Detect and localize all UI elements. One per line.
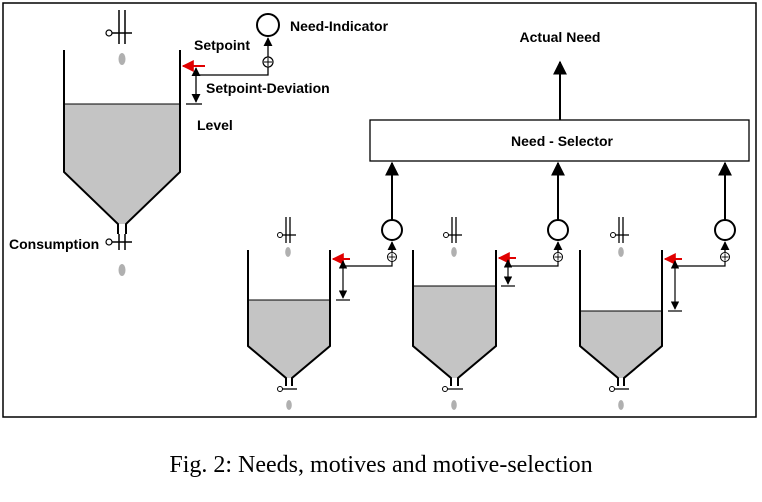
valve-icon: [610, 217, 629, 243]
actual-need-label: Actual Need: [520, 29, 601, 45]
plus-junction-icon: [720, 252, 730, 262]
consumption-label: Consumption: [9, 236, 99, 252]
circle-node-icon: [714, 219, 736, 241]
plus-junction-icon: [553, 252, 563, 262]
small-tank-2: [412, 250, 497, 386]
drop-icon: [286, 400, 292, 410]
need-indicator-label: Need-Indicator: [290, 18, 389, 34]
main-tank-liquid: [64, 104, 180, 224]
drop-icon: [118, 53, 126, 65]
valve-icon: [105, 234, 132, 250]
setpoint-label: Setpoint: [194, 37, 250, 53]
drop-icon: [451, 247, 457, 257]
diagram-frame: [2, 2, 757, 418]
valve-icon: [277, 217, 296, 243]
drop-icon: [118, 264, 126, 276]
drop-icon: [285, 247, 291, 257]
figure-caption: Fig. 2: Needs, motives and motive-select…: [169, 452, 593, 478]
setpoint-deviation-label: Setpoint-Deviation: [206, 80, 330, 96]
main-tank: [63, 50, 181, 234]
circle-node-icon: [547, 219, 569, 241]
plus-junction-icon: [387, 252, 397, 262]
circle-node-icon: [256, 13, 280, 37]
circle-node-icon: [381, 219, 403, 241]
main-tank-wall-right: [125, 50, 181, 234]
drop-icon: [451, 400, 457, 410]
valve-icon: [277, 386, 297, 392]
valve-icon: [105, 10, 132, 44]
deviation-connector: [196, 66, 269, 76]
level-label: Level: [197, 117, 233, 133]
need-selector-box: [369, 119, 750, 162]
plus-junction-icon: [262, 56, 274, 68]
drop-icon: [618, 400, 624, 410]
small-tank-1: [247, 250, 331, 386]
small-tank-3: [579, 250, 663, 386]
main-tank-wall: [63, 50, 119, 234]
valve-icon: [609, 386, 629, 392]
drop-icon: [618, 247, 624, 257]
valve-icon: [442, 386, 463, 392]
need-selector-label: Need - Selector: [511, 133, 613, 149]
valve-icon: [443, 217, 462, 243]
